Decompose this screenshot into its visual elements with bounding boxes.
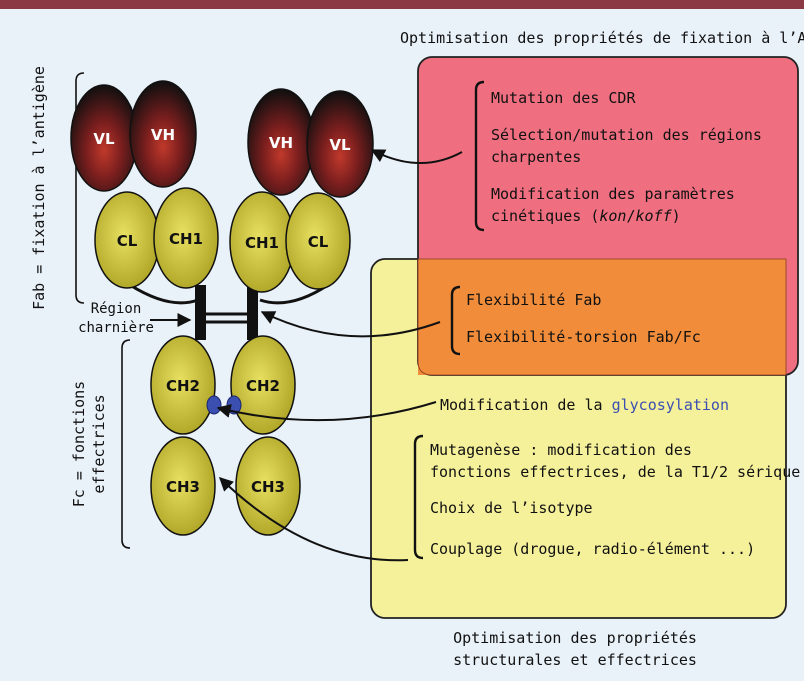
glyco-text: Modification de la glycosylation: [440, 396, 729, 414]
arrow-to-fc: [218, 477, 409, 562]
vh-right-label: VH: [269, 134, 293, 152]
footer-line-2: structurales et effectrices: [453, 651, 697, 669]
hinge-left: [195, 285, 206, 340]
footer-line-1: Optimisation des propriétés: [453, 629, 697, 647]
hinge-label-1: Région: [91, 301, 142, 317]
pink-item-3a: Modification des paramètres: [491, 185, 735, 203]
arrow-to-variable: [370, 149, 463, 164]
vh-left-label: VH: [151, 126, 175, 144]
ch3-right-label: CH3: [251, 478, 285, 496]
ch1-left-domain: [153, 187, 219, 289]
cl-right-domain: [285, 192, 351, 290]
ch2-right-label: CH2: [246, 377, 280, 395]
pink-item-2b: charpentes: [491, 148, 581, 166]
orange-item-1: Flexibilité Fab: [466, 291, 601, 309]
ch3-right-domain: [235, 436, 301, 536]
orange-overlap: [418, 259, 786, 375]
vl-right-domain: [306, 90, 374, 198]
orange-item-2: Flexibilité-torsion Fab/Fc: [466, 328, 701, 346]
vl-left-label: VL: [93, 130, 115, 148]
ch2-left-label: CH2: [166, 377, 200, 395]
ch2-right-domain: [230, 335, 296, 435]
hinge-right: [247, 285, 258, 340]
hinge-label-2: charnière: [78, 320, 154, 336]
pink-item-1: Mutation des CDR: [491, 89, 636, 107]
fc-label-1: Fc = fonctions: [70, 381, 88, 507]
ch3-left-label: CH3: [166, 478, 200, 496]
pink-item-3b: cinétiques (kon/koff): [491, 207, 681, 225]
fab-label: Fab = fixation à l’antigène: [30, 66, 48, 310]
ch1-right-label: CH1: [245, 234, 279, 252]
cl-left-label: CL: [117, 232, 138, 250]
pink-item-2a: Sélection/mutation des régions: [491, 126, 762, 144]
ch3-left-domain: [150, 436, 216, 536]
arrow-to-hinge: [260, 311, 441, 338]
arrow-to-glycan: [216, 401, 437, 422]
cl-right-label: CL: [308, 233, 329, 251]
yellow-item-3: Couplage (drogue, radio-élément ...): [430, 540, 755, 558]
ch2-left-domain: [150, 335, 216, 435]
affinity-title: Optimisation des propriétés de fixation …: [400, 29, 804, 47]
glycan-left-icon: [206, 395, 222, 415]
ch1-left-label: CH1: [169, 230, 203, 248]
yellow-item-1b: fonctions effectrices, de la T1/2 sériqu…: [430, 463, 800, 481]
vl-right-label: VL: [329, 136, 351, 154]
fc-label-2: effectrices: [90, 394, 108, 493]
yellow-item-1a: Mutagenèse : modification des: [430, 441, 692, 459]
top-border: [0, 0, 804, 9]
vh-left-domain: [129, 80, 197, 188]
yellow-item-2: Choix de l’isotype: [430, 499, 593, 517]
